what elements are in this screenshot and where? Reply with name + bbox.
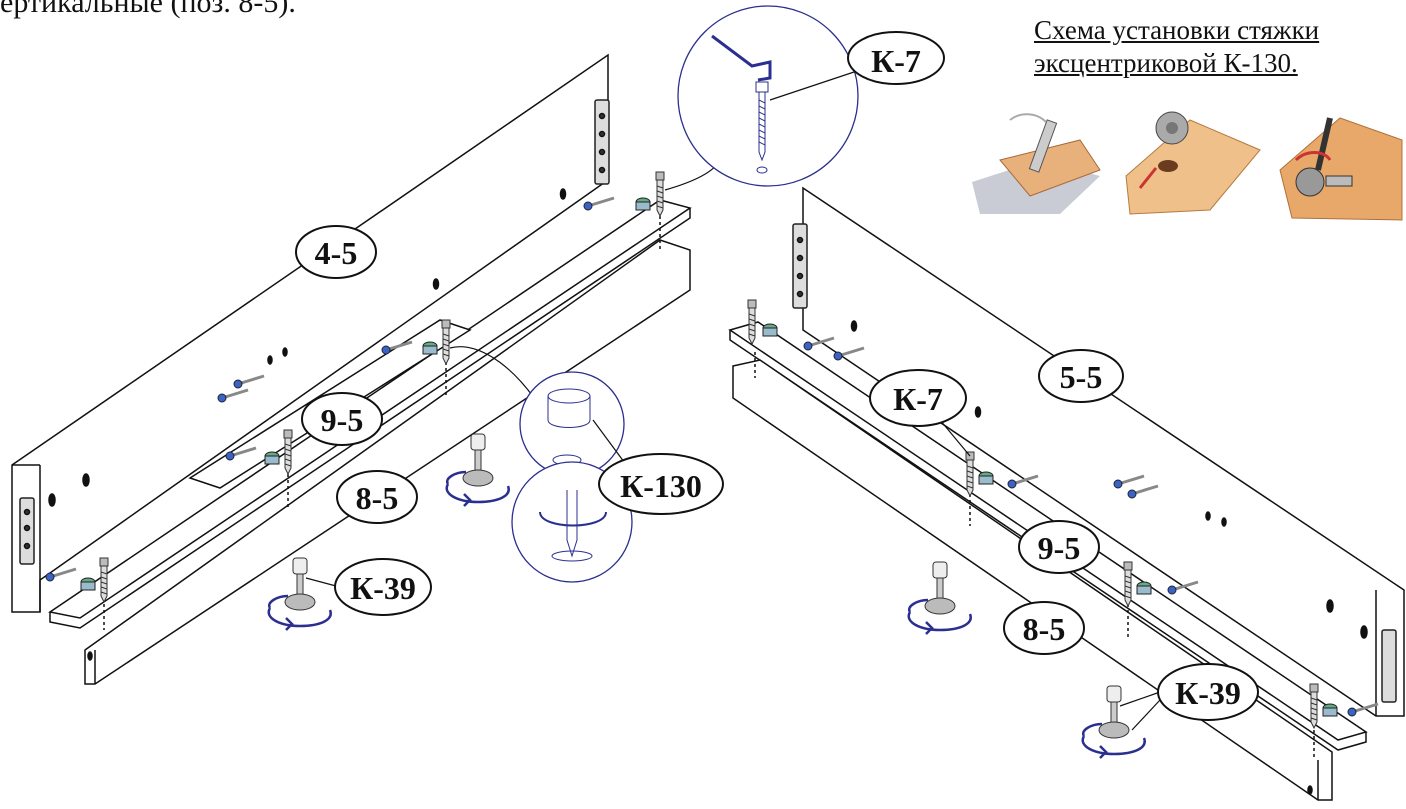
right-assembly (728, 186, 1405, 801)
schema-title-line1: Схема установки стяжки (1034, 15, 1320, 45)
label-k7-top: К-7 (871, 43, 921, 79)
label-9-5-right: 9-5 (1038, 530, 1081, 566)
left-labels: 4-5 9-5 8-5 К-39 (295, 225, 432, 616)
k7-detail-bubble: К-7 (664, 5, 945, 191)
right-labels: 5-5 К-7 9-5 8-5 К-39 (869, 349, 1259, 731)
label-4-5: 4-5 (315, 235, 358, 271)
label-k7-right: К-7 (893, 381, 943, 417)
k130-detail-bubbles: К-130 (449, 346, 724, 583)
intro-text: ертикальные (поз. 8-5). (0, 0, 296, 19)
schema-photo-2 (1120, 104, 1261, 220)
schema-photo-1 (970, 104, 1101, 220)
label-k130: К-130 (620, 468, 702, 504)
label-9-5-left: 9-5 (321, 402, 364, 438)
label-k39-right: К-39 (1175, 675, 1241, 711)
schema-photos (970, 104, 1403, 221)
schema-photo-3 (1276, 104, 1403, 221)
schema-title-line2: эксцентриковой К-130. (1034, 48, 1298, 78)
label-5-5: 5-5 (1060, 359, 1103, 395)
label-k39-left: К-39 (350, 570, 416, 606)
schema-title: Схема установки стяжки эксцентриковой К-… (1034, 14, 1374, 80)
label-8-5-left: 8-5 (356, 480, 399, 516)
label-8-5-right: 8-5 (1023, 611, 1066, 647)
